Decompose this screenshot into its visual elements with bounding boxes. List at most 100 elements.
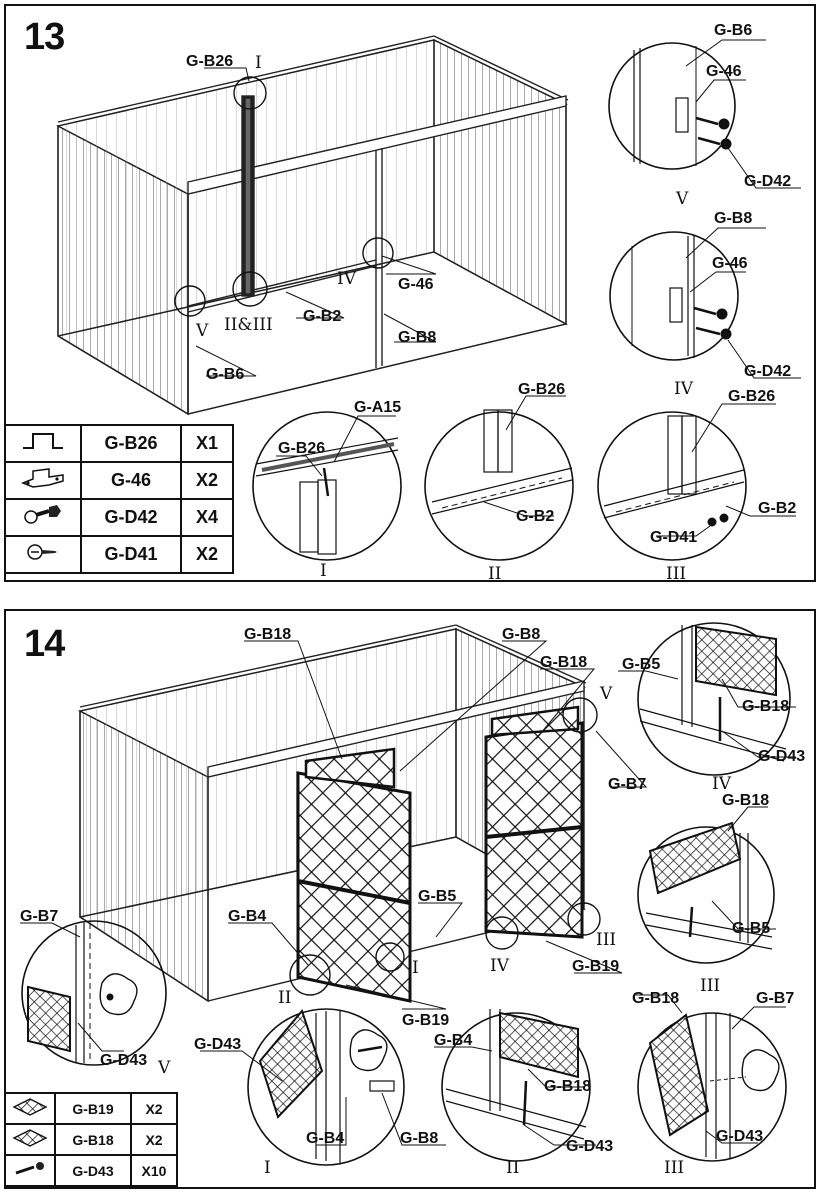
detail-iv-roman: IV [712,774,732,794]
label-ii-g-b4: G-B4 [434,1032,472,1049]
label-i-g-b26: G-B26 [278,440,325,457]
label-iii-g-d43: G-D43 [716,1128,763,1145]
label-i-g-a15: G-A15 [354,399,401,416]
detail-i [200,1008,446,1166]
part-code: G-B26 [80,424,182,463]
bolt-nut-icon [24,505,61,524]
label-iv-g-b5: G-B5 [622,656,660,673]
part-code: G-46 [80,461,182,500]
part-quantity: X4 [180,498,234,537]
label-i-g-b4: G-B4 [306,1130,344,1147]
detail-i-roman: I [264,1158,271,1178]
detail-ii-roman: II [506,1158,519,1178]
label-g-b6: G-B6 [206,366,244,383]
parts-row: G-46 X2 [4,461,234,500]
label-g-b7: G-B7 [608,776,646,793]
step-number: 13 [24,16,65,58]
detail-v-roman: V [157,1058,171,1078]
detail-iii [597,403,796,561]
part-quantity: X2 [130,1092,178,1125]
detail-iii-roman: III [664,1158,684,1178]
label-iii-g-b18: G-B18 [722,792,769,809]
detail-iv [618,622,796,776]
callout-circles-main [174,76,394,317]
callout-v: V [599,684,613,704]
detail-v-roman: V [675,189,689,209]
step-13-panel: 13 [4,4,816,582]
label-iii-g-b5: G-B5 [732,920,770,937]
label-g-b18: G-B18 [244,626,291,643]
parts-row: G-B26 X1 [4,424,234,463]
label-ii-g-b26: G-B26 [518,381,565,398]
callout-i: I [255,53,262,73]
label-iii-g-b2: G-B2 [758,500,796,517]
part-code: G-D41 [80,535,182,574]
step-13-illustration: G-B26 I G-46 IV G-B2 II&III G-B8 V G-B6 … [55,22,801,580]
label-ii-g-d43: G-D43 [566,1138,613,1155]
label-iii-g-b26: G-B26 [728,388,775,405]
label-g-b26: G-B26 [186,53,233,70]
detail-iii-top [637,806,776,964]
callout-iv: IV [490,956,510,976]
label-v-g-b6: G-B6 [714,22,752,39]
callout-i: I [412,958,419,978]
detail-iii-top-roman: III [700,976,720,996]
label-ii-g-b18: G-B18 [544,1078,591,1095]
callout-ii: II [278,988,291,1008]
main-labels: G-B26 I G-46 IV G-B2 II&III G-B8 V G-B6 [186,53,436,383]
label-iv-g-d42: G-D42 [744,363,791,380]
part-quantity: X10 [130,1154,178,1187]
shed-frame [55,35,569,416]
part-code: G-B19 [54,1092,132,1125]
parts-row: G-D41 X2 [4,535,234,574]
mesh-panel-icon [12,1098,48,1116]
part-code: G-D42 [80,498,182,537]
label-g-b19: G-B19 [402,1012,449,1029]
parts-row: G-B19 X2 [4,1092,178,1125]
parts-icon-cell [4,1092,56,1125]
main-labels: G-B18 G-B8 G-B18 V G-B7 G-B5 III G-B4 IV… [228,626,646,1029]
parts-row: G-B18 X2 [4,1123,178,1156]
parts-icon-cell [4,498,82,537]
u-bracket-icon [20,468,64,488]
parts-icon-cell [4,1123,56,1156]
parts-icon-cell [4,1154,56,1187]
label-v-g-b7: G-B7 [20,908,58,925]
screw-icon [15,1162,44,1175]
label-iii-g-b7: G-B7 [756,990,794,1007]
part-quantity: X2 [180,461,234,500]
mesh-panel-icon [12,1129,48,1147]
label-g-b8: G-B8 [398,329,436,346]
label-iv-g-46: G-46 [712,255,748,272]
parts-row: G-D43 X10 [4,1154,178,1187]
label-g-b4: G-B4 [228,908,266,925]
channel-bracket-icon [23,433,63,449]
detail-iii [636,994,787,1162]
parts-row: G-D42 X4 [4,498,234,537]
detail-iii-roman: III [666,564,686,580]
detail-iv [609,227,801,379]
detail-v [608,39,801,189]
detail-i-roman: I [320,561,327,580]
part-quantity: X2 [130,1123,178,1156]
detail-ii [424,395,574,561]
label-iii-g-b18: G-B18 [632,990,679,1007]
parts-icon-cell [4,535,82,574]
part-quantity: X1 [180,424,234,463]
label-i-g-b8: G-B8 [400,1130,438,1147]
callout-circles-main [289,697,601,996]
label-g-b2: G-B2 [303,308,341,325]
callout-iv: IV [337,269,357,289]
label-iv-g-d43: G-D43 [758,748,805,765]
label-iv-g-b18: G-B18 [742,698,789,715]
door-left [296,747,412,1003]
label-v-g-d43: G-D43 [100,1052,147,1069]
label-g-b19: G-B19 [572,958,619,975]
callout-iii: III [596,930,616,950]
parts-icon-cell [4,424,82,463]
step-number: 14 [24,623,65,665]
detail-iv-roman: IV [674,379,694,399]
part-code: G-D43 [54,1154,132,1187]
parts-list: G-B19 X2 G-B18 X2 G-D43 X10 [4,1092,178,1187]
label-ii-g-b2: G-B2 [516,508,554,525]
